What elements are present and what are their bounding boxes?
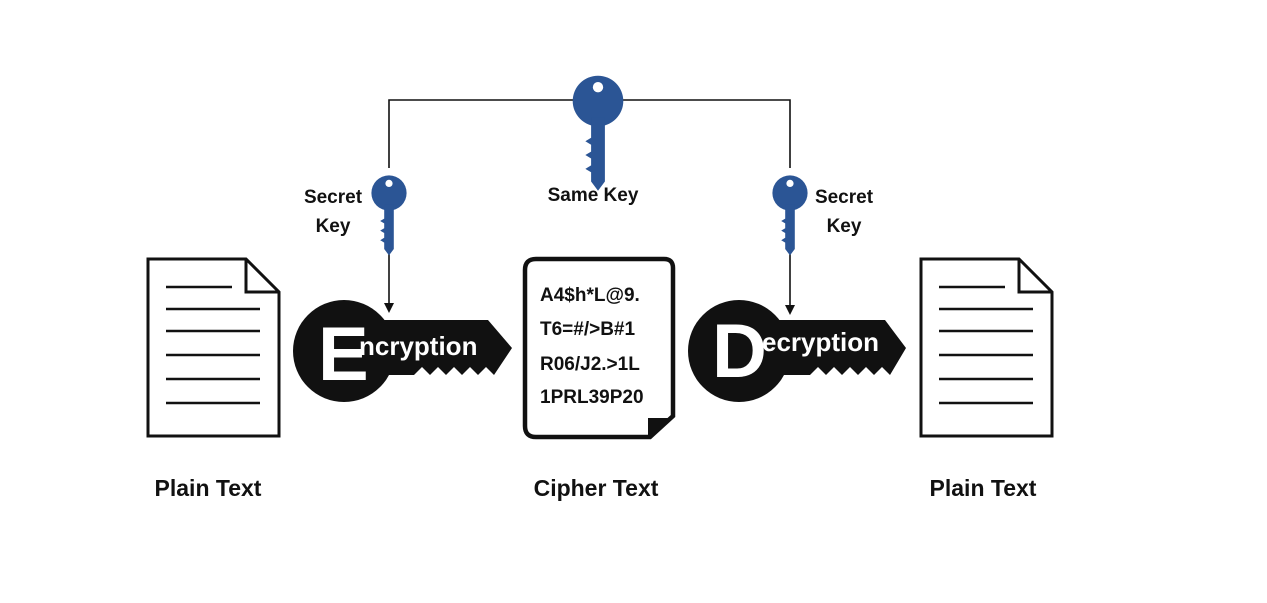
right-secret-key-label-line1: Secret xyxy=(815,187,874,208)
decryption-key-shape: D ecryption xyxy=(688,300,906,402)
encryption-initial: E xyxy=(318,312,369,397)
left-secret-key-label-line2: Key xyxy=(316,216,351,237)
left-secret-key-label-line1: Secret xyxy=(304,187,363,208)
document-icon xyxy=(919,257,1054,438)
cipher-line: R06/J2.>1L xyxy=(540,354,640,375)
key-icon xyxy=(772,175,808,256)
left-plain-text-label: Plain Text xyxy=(155,475,262,501)
connector-line-left xyxy=(388,99,575,168)
cipher-line: T6=#/>B#1 xyxy=(540,319,635,340)
document-icon xyxy=(146,257,281,438)
cipher-line: 1PRL39P20 xyxy=(540,387,644,408)
key-icon xyxy=(371,175,407,256)
decryption-word: ecryption xyxy=(762,327,879,357)
right-plain-text-label: Plain Text xyxy=(930,475,1037,501)
right-secret-key-label-line2: Key xyxy=(827,216,862,237)
cipher-text-document: A4$h*L@9. T6=#/>B#1 R06/J2.>1L 1PRL39P20 xyxy=(522,256,676,440)
connector-line-right xyxy=(623,99,791,168)
cipher-line: A4$h*L@9. xyxy=(540,285,640,306)
key-icon xyxy=(572,75,624,191)
key-connector-lines xyxy=(384,99,795,315)
encryption-word: ncryption xyxy=(359,331,477,361)
decryption-initial: D xyxy=(712,309,767,394)
cipher-text-label: Cipher Text xyxy=(534,475,659,501)
same-key-label: Same Key xyxy=(548,185,639,206)
encryption-key-shape: E ncryption xyxy=(293,300,512,402)
